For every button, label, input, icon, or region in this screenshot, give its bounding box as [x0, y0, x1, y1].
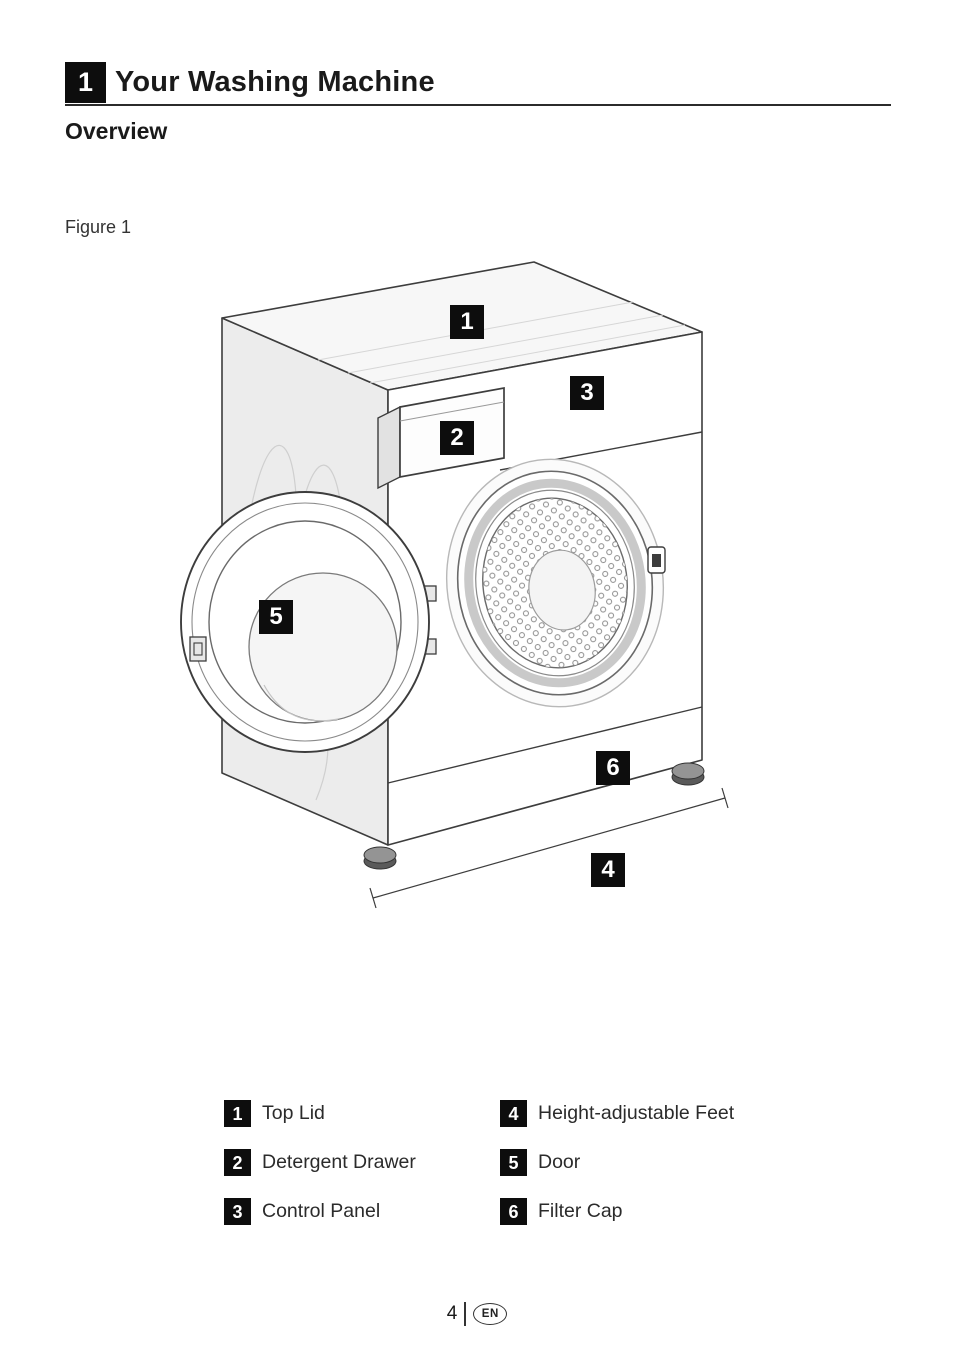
callout-top-lid: 1 — [450, 305, 484, 339]
washing-machine-illustration — [180, 261, 729, 909]
legend-label-filter-cap: Filter Cap — [538, 1200, 623, 1222]
legend-label-door: Door — [538, 1151, 581, 1173]
page-title: Your Washing Machine — [115, 66, 435, 98]
legend-label-top-lid: Top Lid — [262, 1102, 325, 1124]
figure-1: 1 2 3 4 5 6 — [168, 255, 748, 915]
legend-item-door: 5 Door — [500, 1149, 734, 1176]
figure-caption: Figure 1 — [65, 217, 132, 237]
legend-label-feet: Height-adjustable Feet — [538, 1102, 735, 1124]
legend-badge-2: 2 — [224, 1149, 251, 1176]
section-number-badge: 1 — [65, 62, 106, 103]
legend-column-left: 1 Top Lid 2 Detergent Drawer 3 Control P… — [224, 1100, 416, 1247]
footer-divider — [464, 1302, 467, 1326]
callout-detergent-drawer: 2 — [440, 421, 474, 455]
section-subtitle: Overview — [65, 118, 168, 144]
legend-item-detergent-drawer: 2 Detergent Drawer — [224, 1149, 416, 1176]
title-underline-rule — [65, 104, 891, 106]
legend-badge-6: 6 — [500, 1198, 527, 1225]
legend-item-filter-cap: 6 Filter Cap — [500, 1198, 734, 1225]
callout-feet: 4 — [591, 853, 625, 887]
language-badge: EN — [473, 1303, 508, 1325]
legend-badge-1: 1 — [224, 1100, 251, 1127]
legend-badge-4: 4 — [500, 1100, 527, 1127]
callout-door: 5 — [259, 600, 293, 634]
callout-control-panel: 3 — [570, 376, 604, 410]
legend-column-right: 4 Height-adjustable Feet 5 Door 6 Filter… — [500, 1100, 734, 1247]
page-number: 4 — [446, 1303, 458, 1324]
legend-label-control-panel: Control Panel — [262, 1200, 381, 1222]
legend-item-control-panel: 3 Control Panel — [224, 1198, 416, 1225]
callout-filter-cap: 6 — [596, 751, 630, 785]
legend-badge-5: 5 — [500, 1149, 527, 1176]
legend-label-detergent-drawer: Detergent Drawer — [262, 1151, 416, 1173]
legend-badge-3: 3 — [224, 1198, 251, 1225]
legend-item-top-lid: 1 Top Lid — [224, 1100, 416, 1127]
legend-item-feet: 4 Height-adjustable Feet — [500, 1100, 734, 1127]
page-footer: 4 EN — [0, 1302, 954, 1326]
